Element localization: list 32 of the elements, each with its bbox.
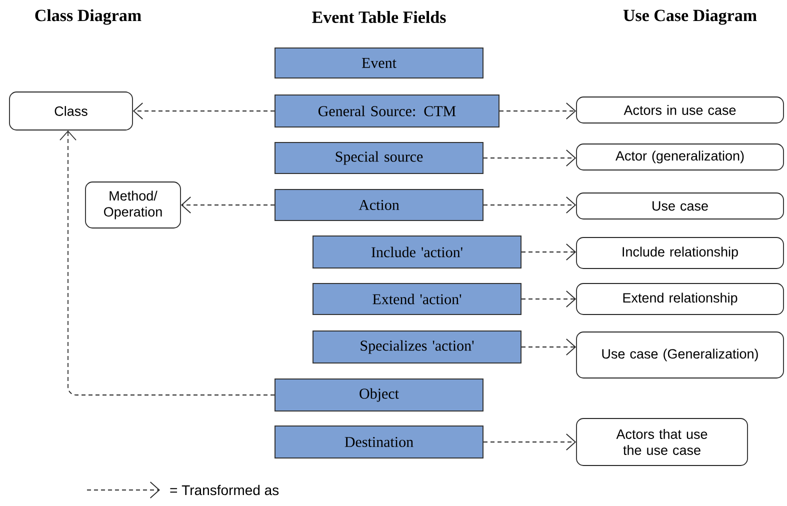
- rounded-box: Extend relationship: [576, 283, 784, 315]
- field-box: Include 'action': [312, 236, 522, 268]
- field-box: General Source: CTM: [274, 94, 500, 128]
- rounded-box: Class: [9, 92, 133, 130]
- column-heading: Event Table Fields: [312, 11, 446, 23]
- field-box: Extend 'action': [312, 283, 522, 315]
- arrow: [499, 102, 576, 120]
- arrow: [132, 102, 275, 120]
- field-box: Specializes 'action': [312, 330, 522, 364]
- legend-text: = Transformed as: [170, 484, 279, 496]
- rounded-box: Actors that use the use case: [576, 418, 748, 466]
- arrow: [521, 244, 576, 260]
- field-box: Object: [274, 378, 484, 412]
- rounded-box: Include relationship: [576, 237, 784, 269]
- rounded-box: Use case (Generalization): [576, 332, 784, 378]
- field-box: Action: [274, 189, 484, 221]
- arrow: [521, 290, 576, 308]
- rounded-box: Actor (generalization): [576, 144, 784, 170]
- column-heading: Class Diagram: [35, 9, 142, 25]
- field-box: Event: [274, 48, 484, 78]
- arrow: [483, 196, 576, 214]
- rounded-box: Actors in use case: [576, 96, 784, 124]
- arrow: [60, 130, 275, 396]
- arrow: [521, 338, 576, 356]
- rounded-box: Method/ Operation: [85, 182, 181, 228]
- arrow: [180, 196, 275, 214]
- field-box: Destination: [274, 426, 484, 458]
- rounded-box: Use case: [576, 192, 784, 220]
- arrow: [483, 150, 576, 166]
- column-heading: Use Case Diagram: [623, 9, 757, 25]
- field-box: Special source: [274, 142, 484, 174]
- arrow: [483, 434, 576, 450]
